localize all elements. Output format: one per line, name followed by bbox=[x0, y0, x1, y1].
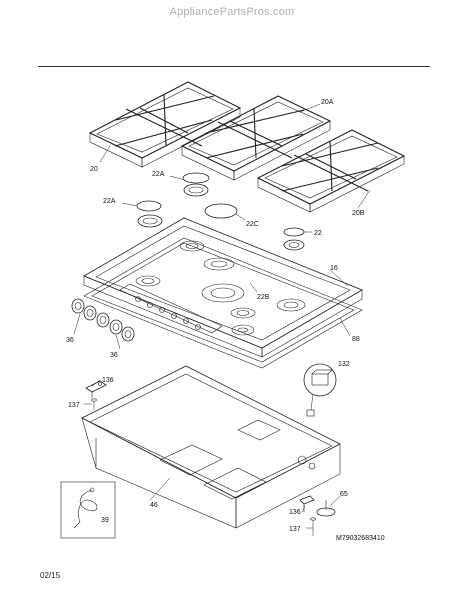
callout-22a-top: 22A bbox=[152, 171, 165, 178]
burner-box[interactable] bbox=[81, 365, 341, 529]
burner-cap-22a-left[interactable] bbox=[136, 200, 163, 228]
gasket[interactable] bbox=[83, 237, 363, 369]
burner-cap-22c[interactable] bbox=[204, 203, 238, 219]
callout-65: 65 bbox=[340, 491, 348, 498]
callout-136-upper: 136 bbox=[102, 377, 114, 384]
screw-upper[interactable] bbox=[91, 398, 97, 410]
callout-137-lower: 137 bbox=[289, 526, 301, 533]
grate-middle[interactable] bbox=[180, 95, 332, 181]
grate-left[interactable] bbox=[88, 81, 242, 168]
wire-harness-inset[interactable] bbox=[60, 481, 116, 539]
control-knobs[interactable] bbox=[71, 298, 135, 342]
callout-137-upper: 137 bbox=[68, 402, 80, 409]
callout-39: 39 bbox=[101, 517, 109, 524]
callout-36-right: 36 bbox=[110, 352, 118, 359]
burner-cap-22[interactable] bbox=[283, 227, 305, 251]
callout-46: 46 bbox=[150, 502, 158, 509]
callout-20: 20 bbox=[90, 166, 98, 173]
header-rule bbox=[38, 66, 430, 67]
callout-20a: 20A bbox=[321, 99, 334, 106]
screw-lower[interactable] bbox=[310, 517, 316, 536]
leader-lines bbox=[73, 103, 371, 529]
footer-date: 02/15 bbox=[40, 571, 61, 580]
callout-88: 88 bbox=[352, 336, 360, 343]
leveling-foot[interactable] bbox=[316, 500, 336, 517]
callout-22b: 22B bbox=[257, 294, 270, 301]
model-number: M79032683410 bbox=[336, 535, 385, 542]
callout-22: 22 bbox=[314, 230, 322, 237]
callout-136-lower: 136 bbox=[289, 509, 301, 516]
watermark: AppliancePartsPros.com bbox=[169, 6, 295, 18]
callout-labels: 20 20A 20B 22A 22A 22C 22 16 22B 36 36 8… bbox=[66, 99, 385, 542]
callout-20b: 20B bbox=[352, 210, 365, 217]
callout-16: 16 bbox=[330, 265, 338, 272]
cooktop-top[interactable] bbox=[83, 217, 363, 358]
bracket-lower[interactable] bbox=[299, 495, 315, 512]
callout-22a-left: 22A bbox=[103, 198, 116, 205]
burner-cap-22a-top[interactable] bbox=[182, 172, 210, 197]
callout-36-left: 36 bbox=[66, 337, 74, 344]
grate-right[interactable] bbox=[256, 129, 406, 213]
callout-132: 132 bbox=[338, 361, 350, 368]
callout-22c: 22C bbox=[246, 221, 259, 228]
spark-module[interactable] bbox=[303, 363, 337, 417]
